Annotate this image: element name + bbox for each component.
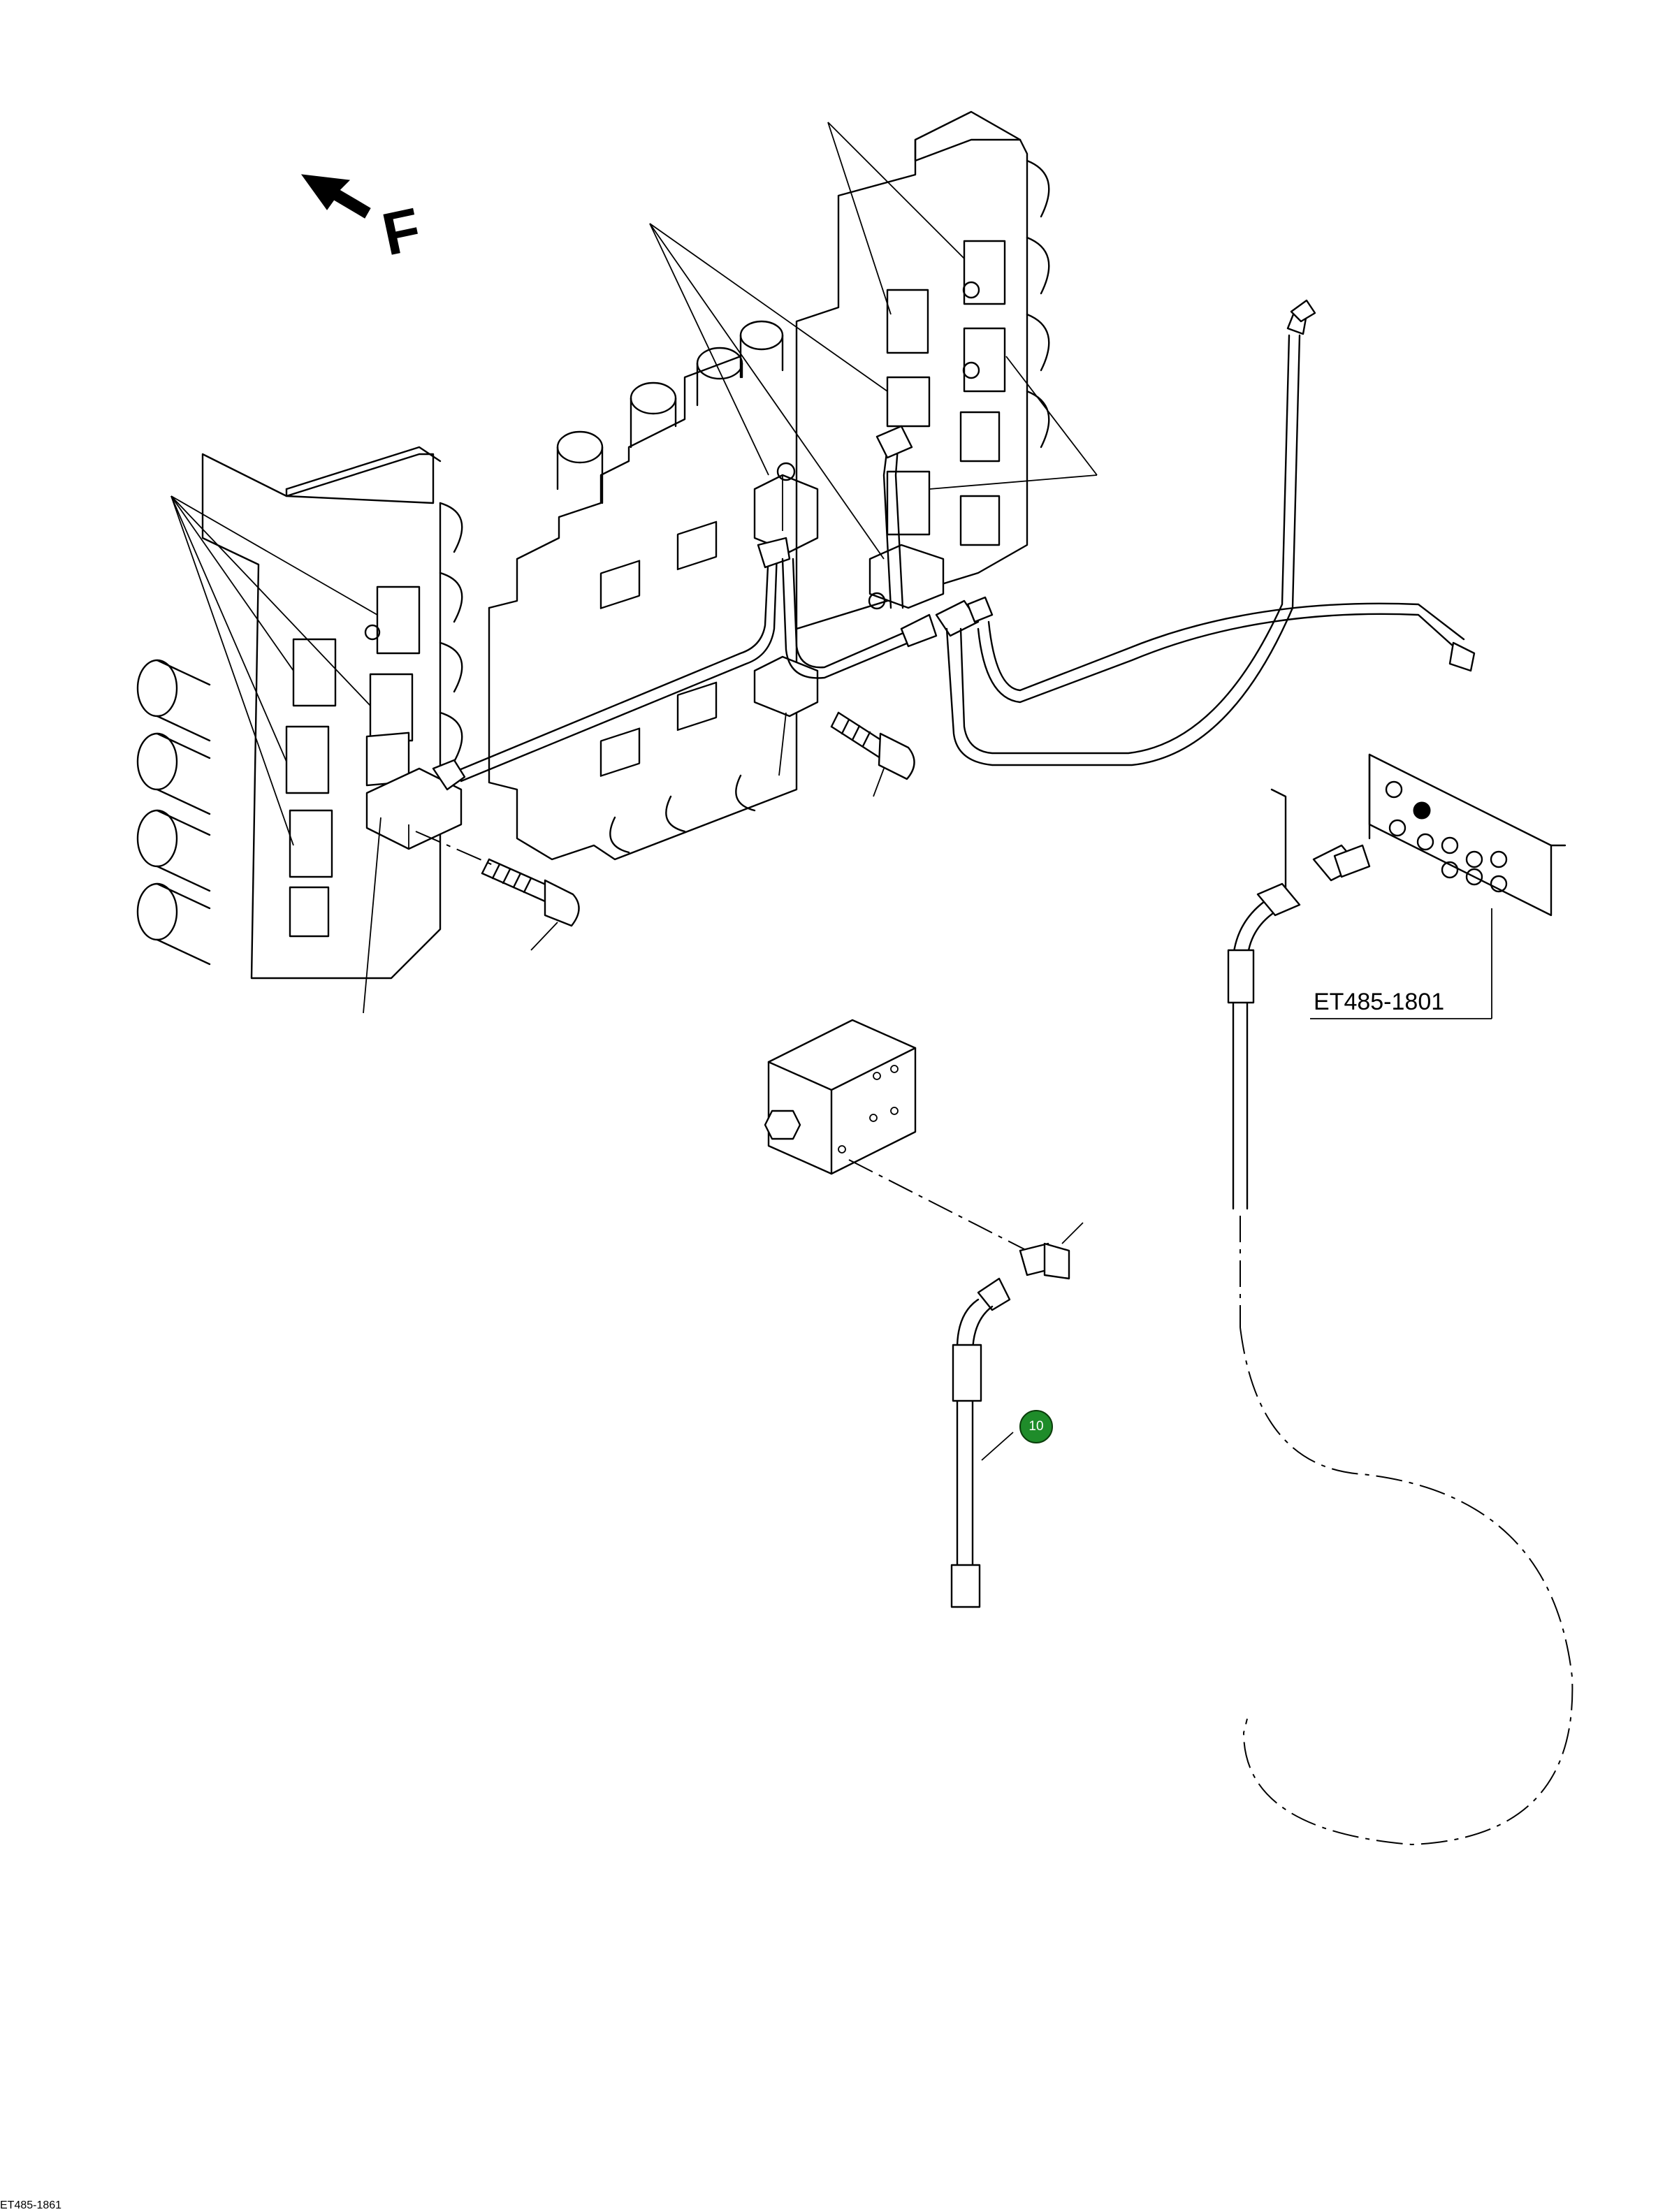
bracket-plate <box>1270 753 1566 917</box>
callout-badge-10[interactable]: 10 <box>1019 1410 1053 1443</box>
hose-top-center <box>781 425 994 679</box>
direction-letter: F <box>377 196 426 269</box>
front-arrow-icon <box>300 174 371 219</box>
control-valve-left <box>136 446 463 980</box>
reference-label-bottom: ET485-1861 <box>0 2199 62 2211</box>
bolt-left <box>481 858 580 927</box>
block-middle-top <box>764 1019 917 1175</box>
leader-lines-top <box>170 122 1098 1014</box>
callout-badge-text: 10 <box>1028 1419 1044 1434</box>
reference-label-top: ET485-1801 <box>1314 989 1444 1015</box>
elbow-fitting-upper <box>1019 1222 1084 1280</box>
hose-top-left <box>432 537 791 791</box>
control-valve-center <box>488 347 819 861</box>
hose-top-right <box>945 299 1476 766</box>
hose-middle-vertical <box>950 1277 1014 1608</box>
hose-right-vertical <box>1227 882 1573 1846</box>
bolt-center <box>830 711 915 780</box>
